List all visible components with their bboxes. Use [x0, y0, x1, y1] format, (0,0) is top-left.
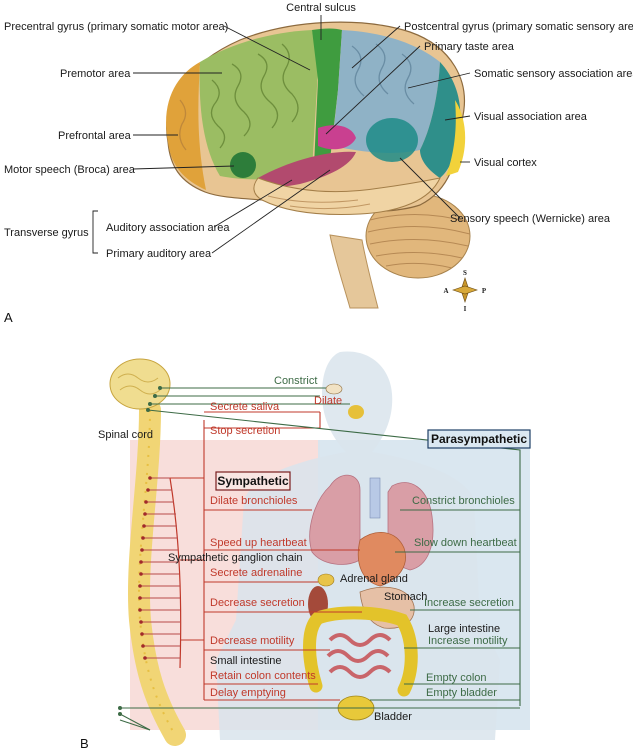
compass-rose-icon: S A P I — [443, 269, 486, 313]
effect-decrease-motility: Decrease motility — [210, 635, 295, 647]
label-auditory-association-area: Auditory association area — [106, 222, 230, 234]
effect-dilate: Dilate — [314, 395, 342, 407]
brain-stem — [329, 234, 379, 309]
label-prefrontal-area: Prefrontal area — [58, 130, 132, 142]
panel-b-letter: B — [80, 736, 89, 750]
label-ganglion-chain: Sympathetic ganglion chain — [168, 552, 303, 564]
label-primary-taste-area: Primary taste area — [424, 41, 515, 53]
visual-association-region — [420, 62, 461, 178]
spinal-column — [127, 399, 186, 746]
label-spinal: Spinal cord — [98, 429, 153, 441]
wernicke-region — [366, 118, 418, 162]
compass-a: A — [443, 287, 448, 295]
parasympathetic-pathways — [119, 387, 521, 731]
label-central-sulcus: Central sulcus — [286, 2, 356, 14]
effect-retain-colon: Retain colon contents — [210, 670, 316, 682]
left-lung — [309, 474, 361, 565]
label-large-intestine: Large intestine — [428, 623, 500, 635]
sympathetic-pathways — [170, 411, 362, 701]
panel-a: Central sulcus Precentral gyrus (primary… — [4, 2, 633, 325]
panel-b: Sympathetic Parasympathetic Spinal cord … — [80, 351, 531, 750]
label-precentral-gyrus: Precentral gyrus (primary somatic motor … — [4, 21, 228, 33]
ganglion-chain — [169, 477, 182, 669]
temporal-lobe — [253, 177, 441, 215]
effect-empty-colon: Empty colon — [426, 672, 487, 684]
label-premotor-area: Premotor area — [60, 68, 131, 80]
effect-dilate-bronchioles: Dilate bronchioles — [210, 495, 298, 507]
eye — [325, 383, 343, 395]
panel-a-letter: A — [4, 310, 13, 325]
compass-p: P — [482, 287, 487, 295]
effect-slow-down-heartbeat: Slow down heartbeat — [414, 537, 517, 549]
sympathetic-title: Sympathetic — [217, 474, 289, 488]
taste-region — [318, 125, 356, 150]
effect-delay-emptying: Delay emptying — [210, 687, 286, 699]
premotor-region — [199, 30, 318, 180]
adrenal-gland-organ — [317, 573, 335, 587]
trachea — [369, 477, 381, 519]
effect-secrete-saliva: Secrete saliva — [210, 401, 280, 413]
effect-constrict: Constrict — [274, 375, 317, 387]
label-primary-auditory-area: Primary auditory area — [106, 248, 212, 260]
sympathetic-spinal-nerves — [140, 477, 180, 659]
label-somatic-sensory-association: Somatic sensory association area — [474, 68, 633, 80]
label-stomach: Stomach — [384, 591, 427, 603]
parasympathetic-title: Parasympathetic — [431, 432, 527, 446]
compass-s: S — [463, 269, 467, 277]
label-transverse-gyrus: Transverse gyrus — [4, 227, 89, 239]
visual-cortex-region — [446, 100, 466, 176]
auditory-region — [258, 151, 356, 187]
label-visual-association-area: Visual association area — [474, 111, 588, 123]
effect-increase-secretion: Increase secretion — [424, 597, 514, 609]
large-intestine-organ — [303, 606, 418, 697]
label-postcentral-gyrus: Postcentral gyrus (primary somatic senso… — [404, 21, 633, 33]
effect-empty-bladder: Empty bladder — [426, 687, 497, 699]
effect-stop-secretion: Stop secretion — [210, 425, 280, 437]
salivary-gland — [348, 405, 364, 419]
label-bladder: Bladder — [374, 711, 412, 723]
small-intestine-organ — [326, 633, 392, 679]
effect-speed-up-heartbeat: Speed up heartbeat — [210, 537, 307, 549]
effect-increase-motility: Increase motility — [428, 635, 508, 647]
effect-decrease-secretion: Decrease secretion — [210, 597, 305, 609]
heart — [357, 532, 406, 587]
effect-constrict-bronchioles: Constrict bronchioles — [412, 495, 515, 507]
parasympathetic-title-box — [427, 429, 531, 449]
label-adrenal-gland: Adrenal gland — [340, 573, 408, 585]
label-sensory-speech-area: Sensory speech (Wernicke) area — [450, 213, 611, 225]
broca-region — [230, 152, 256, 178]
brain-small — [109, 358, 171, 410]
label-visual-cortex: Visual cortex — [474, 157, 537, 169]
label-motor-speech-area: Motor speech (Broca) area — [4, 164, 136, 176]
effect-secrete-adrenaline: Secrete adrenaline — [210, 567, 302, 579]
prefrontal-area-region — [166, 62, 206, 190]
sympathetic-title-box — [215, 471, 291, 491]
compass-i: I — [464, 305, 467, 313]
label-small-intestine: Small intestine — [210, 655, 282, 667]
